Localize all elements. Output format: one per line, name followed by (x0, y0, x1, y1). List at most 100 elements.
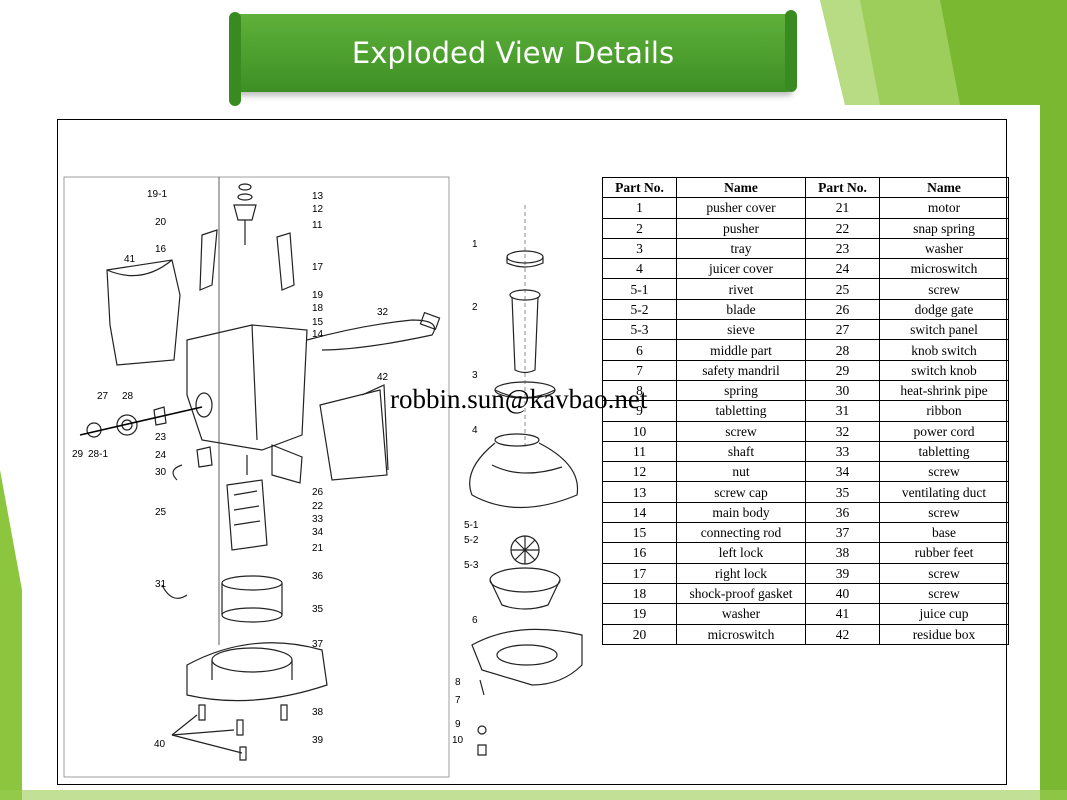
part-name-cell: spring (676, 379, 806, 402)
part-name-cell: motor (879, 197, 1009, 219)
part-name-cell: screw cap (676, 481, 806, 503)
callout-19-1: 19-1 (147, 189, 167, 200)
callout-23: 23 (155, 432, 167, 443)
part-name-cell: main body (676, 501, 806, 524)
callout-38: 38 (312, 707, 324, 718)
part-number-cell: 39 (805, 562, 880, 584)
rubber-feet-drawing (171, 704, 288, 761)
main-body-drawing (186, 324, 308, 451)
part-name-cell: safety mandril (676, 359, 806, 381)
part-name-cell: rivet (676, 278, 806, 300)
part-name-cell: tabletting (879, 440, 1009, 463)
part-name-cell: microswitch (676, 623, 806, 645)
part-number-cell: 27 (805, 319, 880, 341)
callout-29: 29 (72, 449, 84, 460)
middle-part-drawing (471, 628, 583, 686)
part-name-cell: power cord (879, 420, 1009, 442)
parts-table-header: Part No. Name Part No. Name (602, 176, 1009, 199)
part-name-cell: pusher cover (676, 197, 806, 219)
header-name-1: Name (676, 176, 806, 199)
part-name-cell: heat-shrink pipe (879, 379, 1009, 402)
part-number-cell: 24 (805, 258, 880, 280)
callout-16: 16 (155, 244, 167, 255)
power-cord-drawing (306, 319, 436, 351)
part-name-cell: left lock (676, 542, 806, 564)
part-number-cell: 21 (805, 197, 880, 219)
callout-27: 27 (97, 391, 109, 402)
callout-1: 1 (472, 239, 478, 250)
part-name-cell: base (879, 522, 1009, 544)
part-number-cell: 5-2 (602, 298, 677, 321)
title-banner: Exploded View Details (229, 10, 797, 106)
part-name-cell: residue box (879, 623, 1009, 645)
part-name-cell: dodge gate (879, 298, 1009, 321)
callout-4: 4 (472, 425, 478, 436)
callout-28: 28 (122, 391, 134, 402)
callout-25: 25 (155, 507, 167, 518)
part-number-cell: 33 (805, 440, 880, 463)
part-number-cell: 31 (805, 400, 880, 422)
callout-5-2: 5-2 (464, 535, 479, 546)
callout-19: 19 (312, 290, 324, 301)
part-name-cell: tray (676, 237, 806, 260)
part-name-cell: screw (879, 461, 1009, 483)
callout-8: 8 (455, 677, 461, 688)
callout-20: 20 (155, 217, 167, 228)
part-number-cell: 7 (602, 359, 677, 381)
part-name-cell: screw (879, 278, 1009, 300)
right-lock-drawing (276, 232, 295, 291)
part-name-cell: screw (676, 420, 806, 442)
part-number-cell: 12 (602, 461, 677, 483)
part-name-cell: microswitch (879, 258, 1009, 280)
slide-title: Exploded View Details (351, 36, 675, 70)
header-part-no-2: Part No. (805, 176, 880, 199)
part-number-cell: 2 (602, 217, 677, 239)
callout-33: 33 (312, 514, 324, 525)
diagram-frame-left (63, 176, 450, 778)
sieve-drawing (489, 567, 561, 610)
part-name-cell: shock-proof gasket (676, 582, 806, 605)
part-number-cell: 30 (805, 379, 880, 402)
part-name-cell: washer (879, 237, 1009, 260)
part-name-cell: tabletting (676, 400, 806, 422)
callout-34: 34 (312, 527, 324, 538)
callout-15: 15 (312, 317, 324, 328)
residue-box-drawing (319, 389, 388, 481)
exploded-view-diagram: 19-1 13 12 11 20 16 41 17 19 18 15 14 32… (63, 176, 583, 778)
part-number-cell: 40 (805, 582, 880, 605)
part-name-cell: knob switch (879, 339, 1009, 361)
callout-41: 41 (124, 254, 136, 265)
part-name-cell: right lock (676, 562, 806, 584)
part-number-cell: 19 (602, 603, 677, 625)
part-number-cell: 3 (602, 237, 677, 260)
part-name-cell: switch panel (879, 319, 1009, 341)
part-name-cell: middle part (676, 339, 806, 361)
callout-5-1: 5-1 (464, 520, 479, 531)
part-name-cell: shaft (676, 440, 806, 463)
part-name-cell: ventilating duct (879, 481, 1009, 503)
juice-cup-drawing (106, 259, 181, 366)
part-name-cell: rubber feet (879, 542, 1009, 564)
part-number-cell: 36 (805, 501, 880, 524)
callout-12: 12 (312, 204, 324, 215)
callout-22: 22 (312, 501, 324, 512)
part-name-cell: switch knob (879, 359, 1009, 381)
part-number-cell: 38 (805, 542, 880, 564)
